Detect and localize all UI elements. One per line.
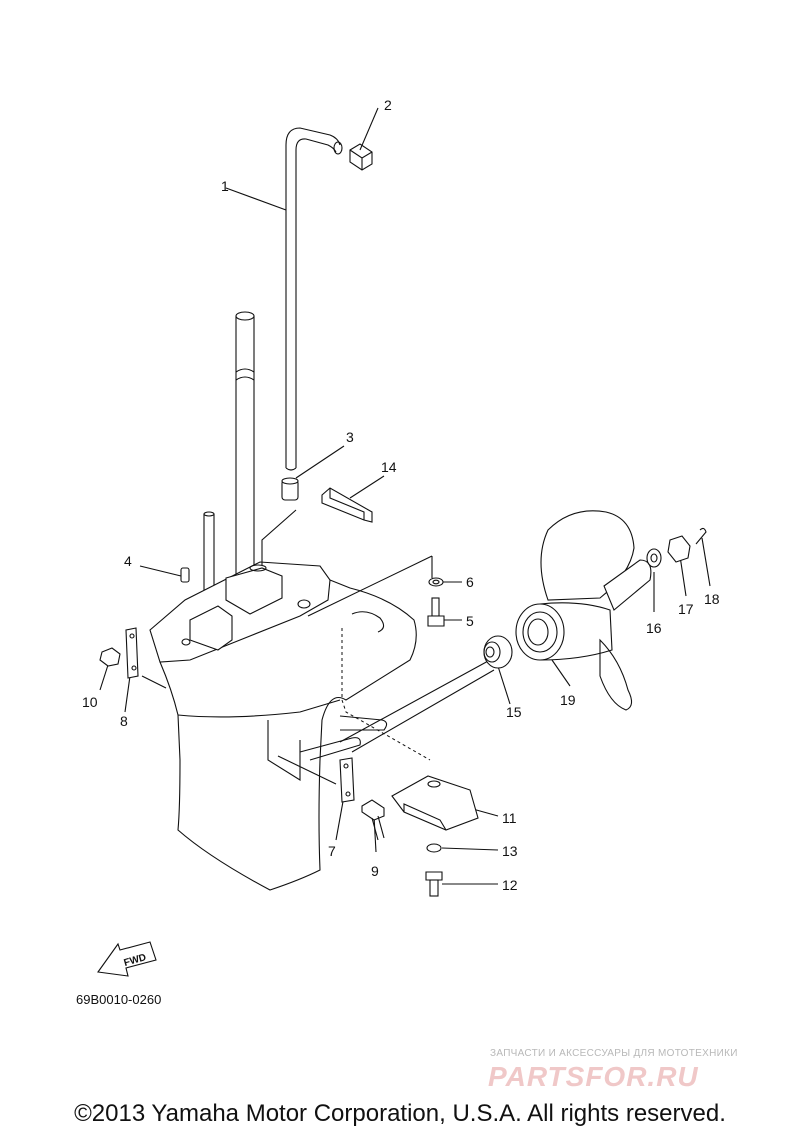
part-water-tube [285,127,343,471]
part-bolt-9 [361,799,385,841]
leader-lines [99,107,711,885]
part-label-5: 5 [466,613,474,629]
part-label-8: 8 [120,713,128,729]
part-label-4: 4 [124,553,132,569]
part-label-17: 17 [678,601,694,617]
part-label-18: 18 [704,591,720,607]
part-label-3: 3 [346,429,354,445]
drawing-code: 69B0010-0260 [76,992,161,1007]
lower-casing [149,561,417,891]
part-label-10: 10 [82,694,98,710]
part-labels: 1 2 3 4 5 6 7 8 9 10 11 12 13 14 15 16 1… [82,97,720,893]
part-anode-8 [125,627,139,679]
part-label-6: 6 [466,574,474,590]
watermark: ЗАПЧАСТИ И АКСЕССУАРЫ ДЛЯ МОТОТЕХНИКИ PA… [488,1048,738,1092]
part-propeller [515,510,652,711]
part-anode-7 [339,757,355,803]
copyright-notice: ©2013 Yamaha Motor Corporation, U.S.A. A… [74,1100,726,1127]
part-label-19: 19 [560,692,576,708]
part-nut [667,535,691,563]
part-label-15: 15 [506,704,522,720]
part-label-7: 7 [328,843,336,859]
part-label-14: 14 [381,459,397,475]
fwd-arrow-icon: FWD [97,941,157,977]
part-lock-washer [426,843,442,853]
part-cotter-pin [695,527,707,545]
part-spacer [483,635,513,669]
part-label-13: 13 [502,843,518,859]
part-bolt-12 [425,871,443,897]
part-rubber-strip [321,487,373,523]
propeller-shaft [339,659,495,753]
part-label-11: 11 [502,810,517,826]
part-thrust-washer [646,548,662,568]
part-plug [99,647,121,667]
drive-shaft [235,311,255,574]
part-bolt-5 [427,597,445,627]
watermark-tagline: ЗАПЧАСТИ И АКСЕССУАРЫ ДЛЯ МОТОТЕХНИКИ [490,1048,738,1059]
part-dowel-pin [180,567,190,583]
part-washer [428,577,444,587]
part-grommet [349,143,373,171]
part-label-2: 2 [384,97,392,113]
part-trim-tab [391,775,479,831]
part-label-16: 16 [646,620,662,636]
part-label-1: 1 [221,178,229,194]
part-seal [281,477,299,501]
part-label-12: 12 [502,877,518,893]
watermark-brand: PARTSFOR.RU [488,1061,699,1092]
part-label-9: 9 [371,863,379,879]
